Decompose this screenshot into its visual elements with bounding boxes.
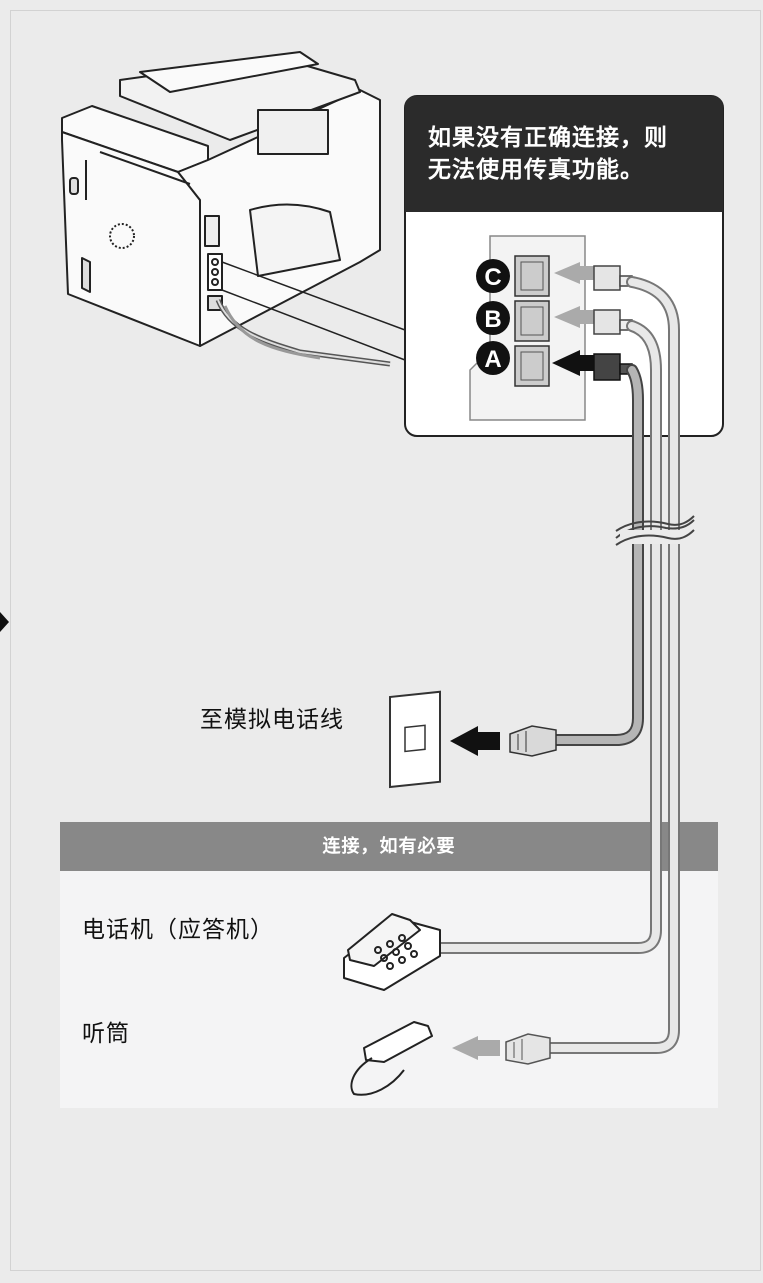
- callout-title-line1: 如果没有正确连接，则: [428, 125, 668, 151]
- port-a-letter: A: [484, 346, 501, 373]
- arrow-port-a: [552, 350, 580, 376]
- port-b-letter: B: [484, 306, 501, 333]
- arrow-to-handset: [452, 1036, 478, 1060]
- arrow-port-b: [554, 306, 580, 328]
- plug-b: [593, 309, 633, 335]
- callout-header: [405, 96, 723, 212]
- optional-band-label: 连接，如有必要: [322, 836, 456, 857]
- optional-band: 连接，如有必要: [60, 822, 718, 871]
- optional-panel: [60, 871, 718, 1108]
- handset-label: 听筒: [82, 1021, 130, 1047]
- analog-line-label: 至模拟电话线: [200, 707, 344, 733]
- analog-line-plug: [509, 725, 557, 757]
- handset-plug: [505, 1033, 551, 1065]
- telephone-label: 电话机（应答机）: [82, 917, 274, 943]
- callout-title-line2: 无法使用传真功能。: [428, 157, 644, 183]
- handset-illustration: [350, 1021, 433, 1096]
- left-edge-arrow-icon: [0, 612, 9, 632]
- zoom-line-top: [221, 261, 406, 331]
- port-a-badge: [476, 341, 510, 375]
- printer-illustration: [61, 51, 381, 347]
- arrow-port-c: [554, 262, 580, 284]
- port-b-badge: [476, 301, 510, 335]
- zoom-line-bottom: [221, 289, 406, 361]
- wall-jack: [389, 690, 441, 789]
- port-c-letter: C: [484, 264, 501, 291]
- callout-box: C B A: [404, 95, 724, 437]
- plug-c: [593, 265, 633, 291]
- port-c-badge: [476, 259, 510, 293]
- callout-title: 如果没有正确连接，则 无法使用传真功能。: [428, 122, 708, 186]
- arrow-to-wall-jack: [450, 726, 478, 756]
- plug-a: [593, 353, 633, 381]
- telephone-illustration: [343, 913, 441, 991]
